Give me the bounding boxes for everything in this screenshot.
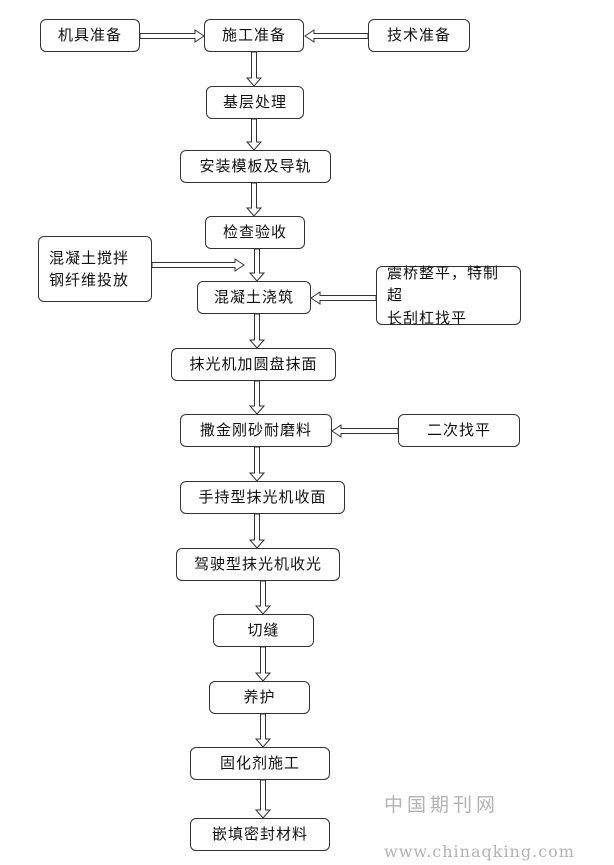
node-vibrating-line1: 震桥整平，特制超	[387, 263, 500, 305]
arrow-technical-to-construction	[304, 29, 369, 43]
arrow-to-cutting	[254, 580, 272, 615]
arrow-to-install-formwork	[245, 118, 263, 151]
arrow-mixing-to-main	[151, 258, 245, 272]
arrow-to-curing	[254, 646, 272, 682]
node-inspection-acceptance: 检查验收	[205, 216, 305, 249]
node-base-treatment: 基层处理	[206, 86, 304, 119]
node-ride-on-trowel-polishing: 驾驶型抹光机收光	[176, 548, 340, 581]
node-vibrating-line2: 长刮杠找平	[387, 308, 468, 327]
node-secondary-leveling: 二次找平	[398, 414, 520, 447]
arrow-to-inspection	[245, 182, 263, 217]
node-curing-agent-application: 固化剂施工	[190, 747, 330, 780]
arrow-to-curing-agent	[254, 713, 272, 748]
arrow-vibrating-to-pouring	[310, 291, 377, 305]
arrow-to-sealing	[254, 779, 272, 819]
node-cutting-joints: 切缝	[213, 614, 314, 647]
node-concrete-mixing-line1: 混凝土搅拌	[49, 248, 130, 267]
arrow-secondary-to-sprinkle	[331, 424, 399, 438]
node-fill-sealing-material: 嵌填密封材料	[190, 818, 330, 851]
node-tool-preparation: 机具准备	[40, 19, 140, 52]
node-trowel-disc-finishing: 抹光机加圆盘抹面	[171, 348, 336, 381]
arrow-to-base-treatment	[245, 51, 263, 87]
arrow-to-handheld-trowel	[248, 446, 266, 482]
node-construction-preparation: 施工准备	[204, 19, 304, 52]
node-concrete-pouring: 混凝土浇筑	[197, 281, 311, 314]
node-sprinkle-emery-hardener: 撒金刚砂耐磨料	[180, 414, 332, 447]
node-install-formwork-rails: 安装模板及导轨	[180, 150, 331, 183]
arrow-to-pouring	[248, 248, 266, 282]
arrow-to-sprinkle-emery	[248, 380, 266, 415]
node-concrete-mixing-line2: 钢纤维投放	[49, 271, 130, 289]
arrow-tool-to-construction	[139, 29, 205, 43]
node-handheld-trowel-finishing: 手持型抹光机收面	[180, 481, 345, 514]
arrow-to-trowel-disc	[248, 313, 266, 349]
watermark-url: www.chinaqking.com	[384, 842, 575, 861]
node-vibrating-bridge-leveling: 震桥整平，特制超 长刮杠找平	[376, 264, 521, 327]
node-technical-preparation: 技术准备	[368, 19, 470, 52]
node-curing: 养护	[209, 681, 310, 714]
watermark-site-name: 中国期刊网	[384, 794, 500, 816]
node-concrete-mixing-fiber: 混凝土搅拌 钢纤维投放	[38, 236, 152, 302]
arrow-to-ride-on-trowel	[248, 513, 266, 549]
